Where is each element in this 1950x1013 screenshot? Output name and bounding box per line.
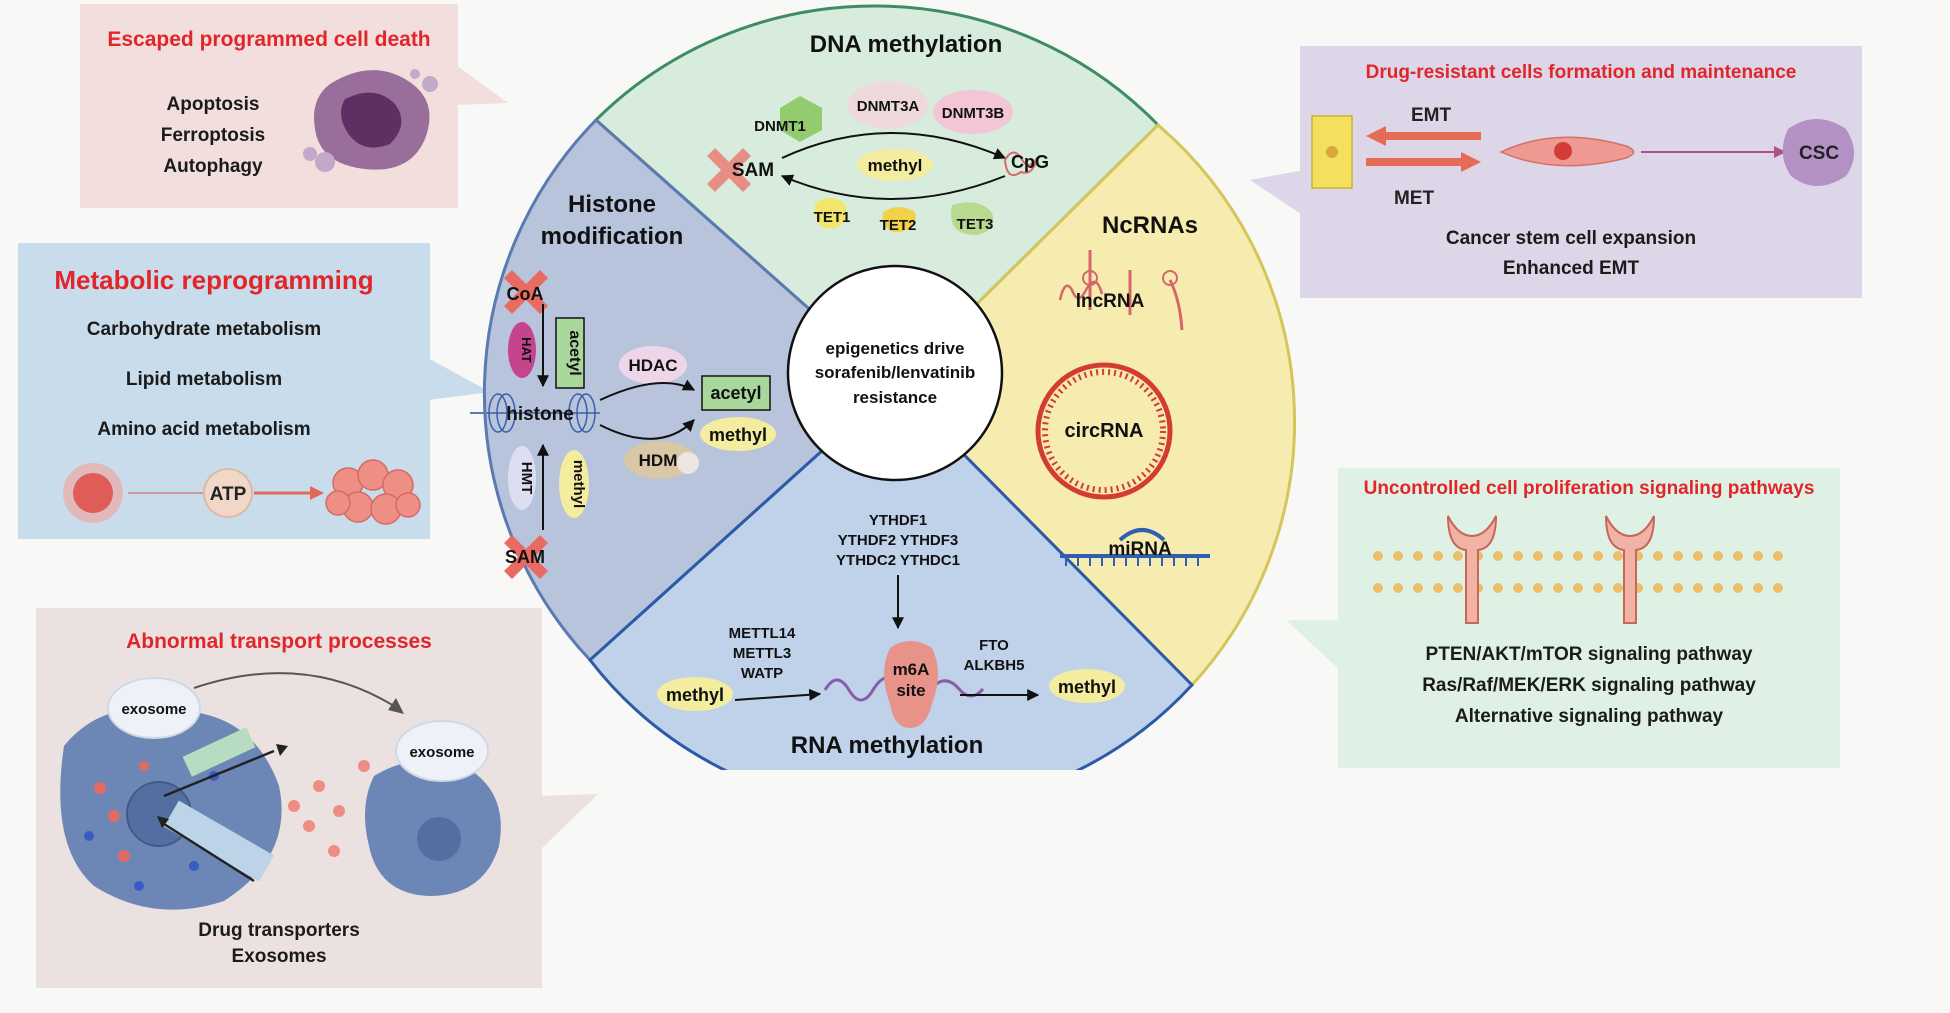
rna-methyl-in-label: methyl: [666, 685, 724, 705]
metabolic-item: Lipid metabolism: [125, 369, 283, 390]
dna-sam-label: SAM: [732, 160, 774, 181]
cpg-label: CpG: [1011, 152, 1049, 172]
dna-methylation-title: DNA methylation: [810, 31, 1002, 58]
tet2-label: TET2: [880, 217, 917, 234]
dnmt1-label: DNMT1: [754, 118, 806, 135]
reader-label: YTHDF2 YTHDF3: [838, 532, 959, 549]
rna-methylation-title: RNA methylation: [791, 732, 983, 759]
exosome-label-2: exosome: [409, 744, 474, 761]
mirna-label: miRNA: [1108, 539, 1172, 560]
coa-label: CoA: [507, 284, 544, 304]
center-label: epigenetics drive: [826, 339, 965, 358]
escaped-item: Autophagy: [163, 156, 263, 177]
proliferation-item: Alternative signaling pathway: [1454, 706, 1724, 727]
dnmt3b-label: DNMT3B: [942, 105, 1005, 122]
escaped-cell-death-panel: Escaped programmed cell death Apoptosis …: [80, 4, 458, 208]
rna-methylation-sector: [587, 382, 1195, 770]
rna-methyl-out-label: methyl: [1058, 677, 1116, 697]
dna-methyl-label: methyl: [868, 156, 923, 175]
m6a-label: site: [896, 681, 925, 700]
transport-title: Abnormal transport processes: [126, 630, 432, 653]
lncrna-label: lncRNA: [1076, 291, 1145, 312]
metabolic-pointer: [428, 358, 490, 400]
histone-methyl-vertical: methyl: [570, 460, 587, 508]
proliferation-panel: Uncontrolled cell proliferation signalin…: [1338, 468, 1840, 768]
transport-item: Exosomes: [231, 946, 327, 967]
histone-acetyl-vertical: acetyl: [566, 330, 583, 375]
metabolic-title: Metabolic reprogramming: [54, 265, 374, 295]
dna-methylation-sector: [593, 4, 1161, 388]
center-label: sorafenib/lenvatinib: [815, 363, 976, 382]
hat-label: HAT: [519, 337, 534, 363]
histone-methyl-label: methyl: [709, 425, 767, 445]
metabolic-item: Carbohydrate metabolism: [86, 319, 322, 340]
escaped-cell-death-title: Escaped programmed cell death: [107, 28, 431, 51]
drug-resistant-title: Drug-resistant cells formation and maint…: [1365, 62, 1797, 83]
proliferation-item: PTEN/AKT/mTOR signaling pathway: [1425, 644, 1753, 665]
center-circle: [786, 264, 1004, 482]
eraser-label: FTO: [979, 637, 1009, 654]
met-label: MET: [1394, 188, 1435, 209]
tet1-label: TET1: [814, 209, 851, 226]
transport-pointer: [540, 794, 598, 850]
histone-title: modification: [541, 223, 684, 250]
drug-resistant-pointer: [1250, 170, 1304, 216]
histone-label: histone: [506, 404, 574, 425]
tet3-label: TET3: [957, 216, 994, 233]
transport-panel: Abnormal transport processes exosome exo…: [36, 608, 542, 988]
histone-acetyl-label: acetyl: [710, 383, 761, 403]
dying-cell-icon: [303, 69, 438, 172]
drug-resistant-item: Enhanced EMT: [1502, 258, 1640, 279]
writer-label: WATP: [741, 665, 783, 682]
proliferation-pointer: [1286, 620, 1342, 672]
reader-label: YTHDC2 YTHDC1: [836, 552, 960, 569]
ncrna-sector: [892, 122, 1297, 688]
epigenetics-wheel: epigenetics drive sorafenib/lenvatinib r…: [470, 4, 1297, 770]
histone-sam-label: SAM: [505, 547, 545, 567]
proliferation-title: Uncontrolled cell proliferation signalin…: [1363, 478, 1815, 499]
metabolic-panel: Metabolic reprogramming Carbohydrate met…: [18, 243, 430, 539]
transport-illustration: exosome exosome: [60, 672, 501, 910]
center-label: resistance: [853, 388, 937, 407]
hmt-label: HMT: [518, 462, 535, 495]
writer-label: METTL3: [733, 645, 791, 662]
membrane-receptor-illustration: [1373, 515, 1783, 624]
m6a-label: m6A: [893, 660, 930, 679]
escaped-item: Apoptosis: [166, 94, 260, 115]
reader-label: YTHDF1: [869, 512, 927, 529]
eraser-label: ALKBH5: [964, 657, 1025, 674]
circrna-label: circRNA: [1065, 420, 1144, 442]
metabolic-item: Amino acid metabolism: [97, 419, 311, 440]
exosome-label-1: exosome: [121, 701, 186, 718]
escaped-pointer: [456, 65, 508, 105]
proliferation-item: Ras/Raf/MEK/ERK signaling pathway: [1422, 675, 1756, 696]
escaped-item: Ferroptosis: [160, 125, 266, 146]
csc-label: CSC: [1799, 143, 1839, 164]
metabolic-illustration: ATP: [63, 459, 421, 525]
emt-illustration: EMT MET CSC: [1311, 105, 1854, 209]
dnmt3a-label: DNMT3A: [857, 98, 920, 115]
hdac-label: HDAC: [628, 356, 677, 375]
drug-resistant-panel: Drug-resistant cells formation and maint…: [1300, 46, 1862, 298]
emt-label: EMT: [1411, 105, 1452, 126]
atp-label: ATP: [210, 484, 247, 505]
writer-label: METTL14: [729, 625, 796, 642]
transport-item: Drug transporters: [198, 920, 360, 941]
drug-resistant-item: Cancer stem cell expansion: [1445, 228, 1697, 249]
hdm-label: HDM: [639, 451, 678, 470]
ncrna-title: NcRNAs: [1102, 212, 1198, 239]
histone-title: Histone: [568, 191, 656, 218]
